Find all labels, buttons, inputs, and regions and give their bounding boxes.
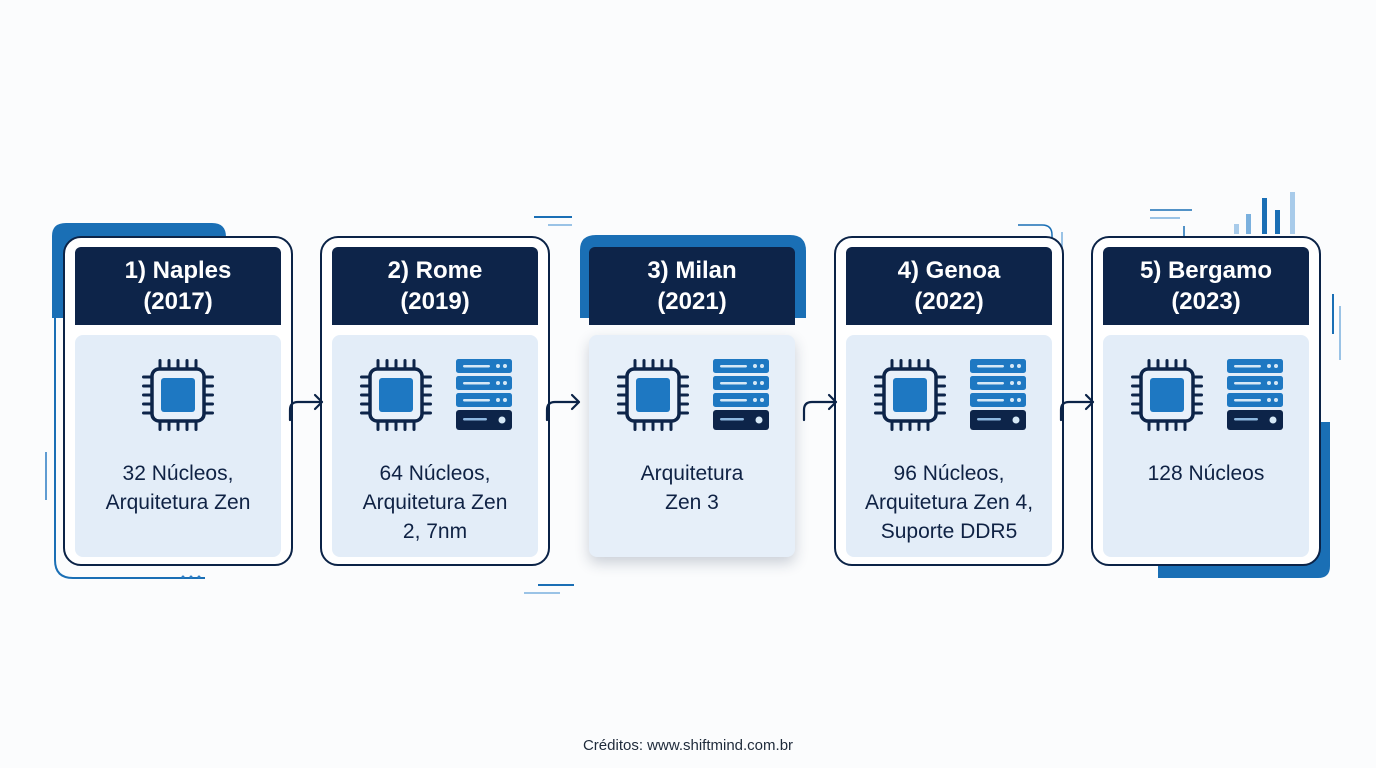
desc-line: 2, 7nm (402, 520, 468, 543)
card-header: 2) Rome (2019) (332, 247, 538, 325)
card-icons (589, 355, 795, 435)
card-header: 5) Bergamo (2023) (1103, 247, 1309, 325)
arrow-right-icon (802, 393, 838, 422)
card-header: 1) Naples (2017) (75, 247, 281, 325)
arrow-right-icon (288, 393, 324, 422)
card-year: (2019) (400, 288, 470, 315)
card-icons (75, 355, 281, 435)
card-year: (2017) (143, 288, 213, 315)
card-year: (2023) (1171, 288, 1241, 315)
desc-line: 32 Núcleos, (122, 462, 234, 485)
card-header: 4) Genoa (2022) (846, 247, 1052, 325)
cpu-chip-icon (1127, 355, 1207, 435)
server-rack-icon (454, 355, 514, 435)
card-year: (2022) (914, 288, 984, 315)
desc-line: 96 Núcleos, (893, 462, 1005, 485)
timeline-card-genoa: 4) Genoa (2022) 96 Núcleos, Arquitetura … (834, 236, 1064, 566)
card-description: 64 Núcleos, Arquitetura Zen 2, 7nm (336, 459, 534, 546)
timeline-card-rome: 2) Rome (2019) 64 Núcleos, Arquitetura Z… (320, 236, 550, 566)
card-body: 64 Núcleos, Arquitetura Zen 2, 7nm (332, 335, 538, 557)
card-icons (1103, 355, 1309, 435)
card-description: Arquitetura Zen 3 (593, 459, 791, 517)
desc-line: Arquitetura (640, 462, 744, 485)
card-body: 128 Núcleos (1103, 335, 1309, 557)
cpu-chip-icon (356, 355, 436, 435)
card-body: Arquitetura Zen 3 (589, 335, 795, 557)
arrow-right-icon (545, 393, 581, 422)
arrow-right-icon (1059, 393, 1095, 422)
server-rack-icon (1225, 355, 1285, 435)
card-body: 32 Núcleos, Arquitetura Zen (75, 335, 281, 557)
server-rack-icon (711, 355, 771, 435)
cpu-chip-icon (613, 355, 693, 435)
desc-line: Suporte DDR5 (880, 520, 1018, 543)
card-description: 96 Núcleos, Arquitetura Zen 4, Suporte D… (850, 459, 1048, 546)
timeline-card-bergamo: 5) Bergamo (2023) 128 Núcleos (1091, 236, 1321, 566)
card-icons (846, 355, 1052, 435)
card-title: 1) Naples (124, 257, 232, 284)
server-rack-icon (968, 355, 1028, 435)
cpu-chip-icon (870, 355, 950, 435)
card-description: 32 Núcleos, Arquitetura Zen (79, 459, 277, 517)
card-header: 3) Milan (2021) (589, 247, 795, 325)
credits-text: Créditos: www.shiftmind.com.br (582, 737, 794, 754)
card-body: 96 Núcleos, Arquitetura Zen 4, Suporte D… (846, 335, 1052, 557)
card-title: 5) Bergamo (1139, 257, 1273, 284)
card-description: 128 Núcleos (1107, 459, 1305, 488)
desc-line: Arquitetura Zen (105, 491, 251, 514)
desc-line: 128 Núcleos (1147, 462, 1265, 485)
card-title: 2) Rome (387, 257, 483, 284)
desc-line: 64 Núcleos, (379, 462, 491, 485)
desc-line: Arquitetura Zen (362, 491, 508, 514)
card-title: 4) Genoa (897, 257, 1001, 284)
desc-line: Arquitetura Zen 4, (864, 491, 1034, 514)
timeline-card-milan: 3) Milan (2021) Arquitetura Zen 3 (577, 236, 807, 566)
timeline-card-naples: 1) Naples (2017) 32 Núcleos, Arquitetura… (63, 236, 293, 566)
desc-line: Zen 3 (665, 491, 719, 514)
cpu-chip-icon (138, 355, 218, 435)
card-icons (332, 355, 538, 435)
card-title: 3) Milan (647, 257, 737, 284)
card-year: (2021) (657, 288, 727, 315)
